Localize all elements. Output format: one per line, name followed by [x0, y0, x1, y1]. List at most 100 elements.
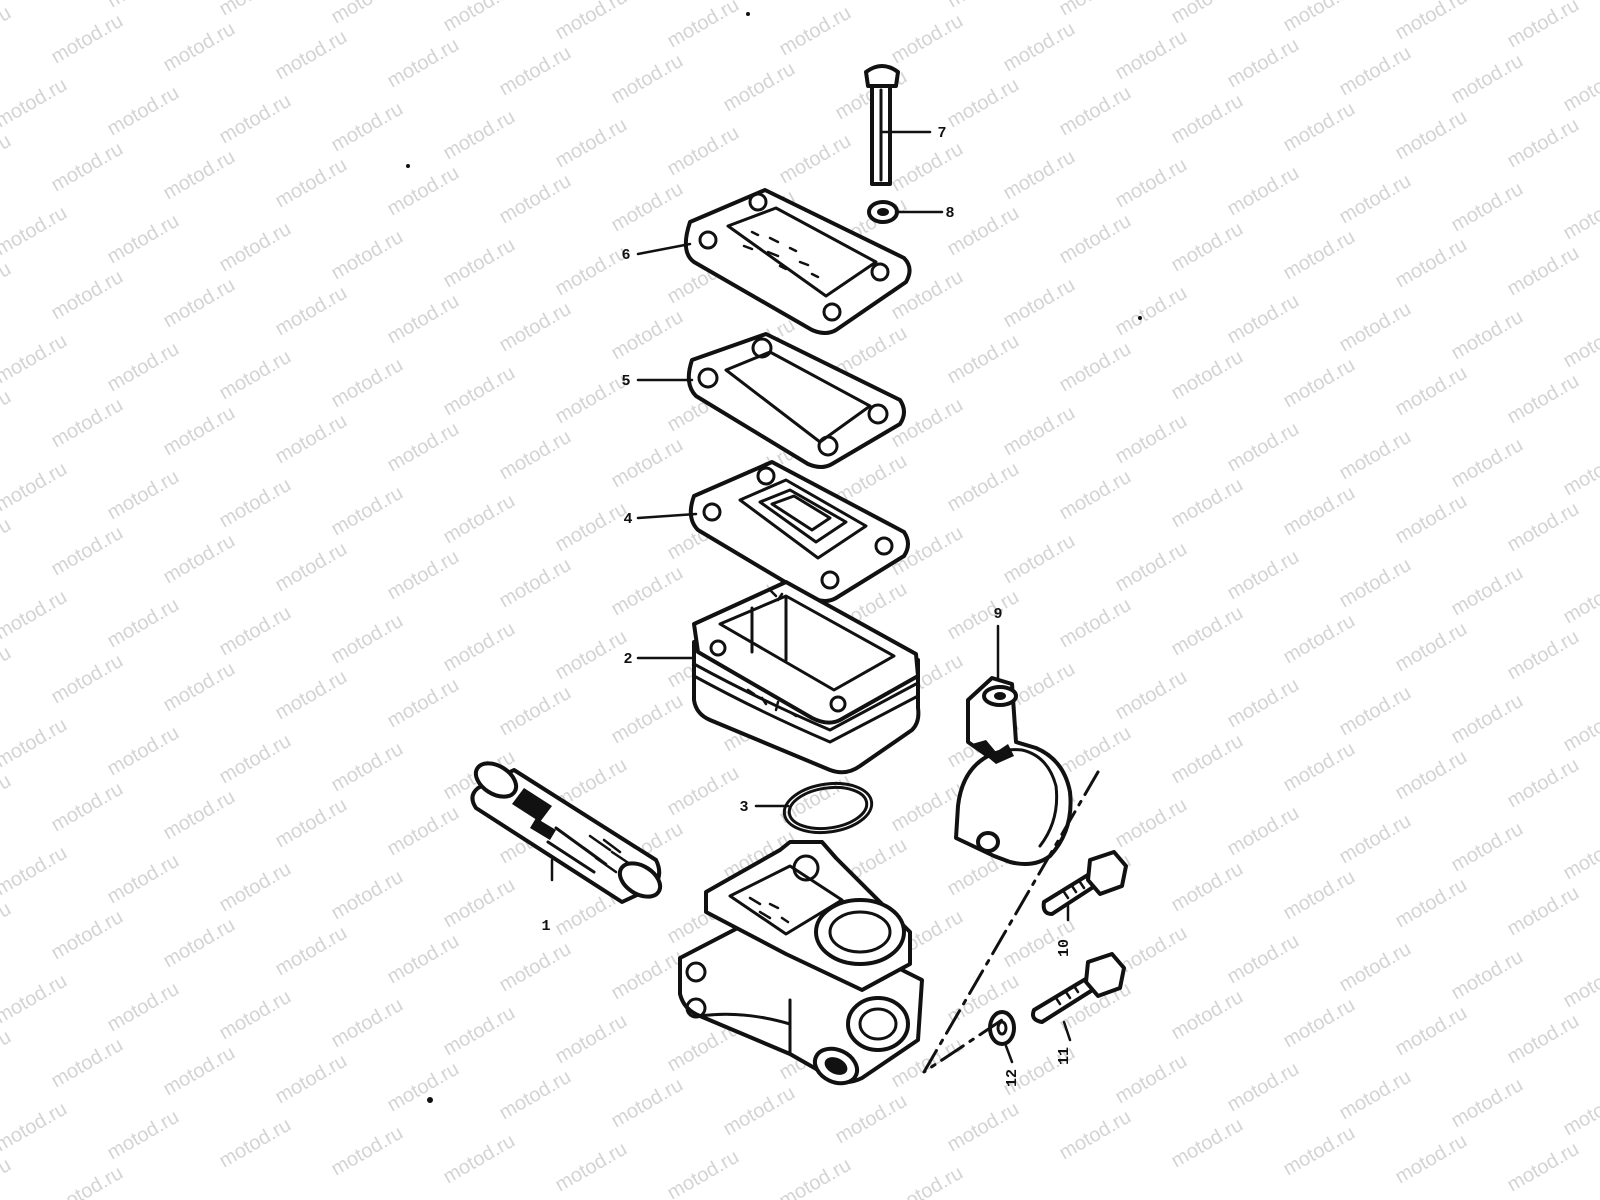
watermark-text: motod.ru [1392, 362, 1471, 421]
watermark-text: motod.ru [1392, 0, 1471, 44]
watermark-text: motod.ru [0, 386, 15, 445]
watermark-text: motod.ru [0, 642, 15, 701]
watermark-text: motod.ru [48, 1162, 127, 1200]
watermark-text: motod.ru [1560, 1082, 1600, 1141]
watermark-text: motod.ru [216, 602, 295, 661]
watermark-text: motod.ru [272, 26, 351, 85]
watermark-text: motod.ru [1560, 314, 1600, 373]
watermark-text: motod.ru [1168, 730, 1247, 789]
watermark-text: motod.ru [552, 498, 631, 557]
watermark-text: motod.ru [1448, 178, 1527, 237]
watermark-text: motod.ru [48, 778, 127, 837]
watermark-text: motod.ru [1336, 1066, 1415, 1125]
watermark-text: motod.ru [48, 906, 127, 965]
watermark-text: motod.ru [1280, 738, 1359, 797]
watermark-text: motod.ru [384, 290, 463, 349]
watermark-text: motod.ru [552, 0, 631, 44]
part-8-nut [867, 200, 899, 224]
watermark-text: motod.ru [216, 986, 295, 1045]
watermark-text: motod.ru [0, 130, 15, 189]
watermark-text: motod.ru [664, 122, 743, 181]
watermark-text: motod.ru [1168, 602, 1247, 661]
watermark-text: motod.ru [1392, 1130, 1471, 1189]
watermark-text: motod.ru [48, 1034, 127, 1093]
watermark-text: motod.ru [608, 562, 687, 621]
watermark-text: motod.ru [552, 1138, 631, 1197]
watermark-text: motod.ru [1000, 402, 1079, 461]
watermark-text: motod.ru [440, 1002, 519, 1061]
watermark-text: motod.ru [328, 226, 407, 285]
watermark-text: motod.ru [1448, 434, 1527, 493]
watermark-text: motod.ru [1392, 746, 1471, 805]
watermark-text: motod.ru [1560, 570, 1600, 629]
watermark-text: motod.ru [1168, 1114, 1247, 1173]
watermark-text: motod.ru [944, 586, 1023, 645]
watermark-text: motod.ru [440, 490, 519, 549]
watermark-text: motod.ru [1000, 274, 1079, 333]
watermark-text: motod.ru [552, 242, 631, 301]
watermark-text: motod.ru [1168, 346, 1247, 405]
watermark-text: motod.ru [1056, 594, 1135, 653]
watermark-text: motod.ru [1504, 882, 1583, 941]
watermark-text: motod.ru [328, 354, 407, 413]
watermark-text: motod.ru [0, 1154, 15, 1200]
scan-specks [406, 12, 1142, 1103]
watermark-text: motod.ru [1504, 242, 1583, 301]
watermark-text: motod.ru [552, 1010, 631, 1069]
watermark-text: motod.ru [48, 10, 127, 69]
watermark-text: motod.ru [216, 218, 295, 277]
watermark-text: motod.ru [0, 514, 15, 573]
watermark-text: motod.ru [1112, 1050, 1191, 1109]
watermark-text: motod.ru [0, 1098, 71, 1157]
watermark-text: motod.ru [104, 594, 183, 653]
watermark-text: motod.ru [496, 554, 575, 613]
part-2-reservoir [692, 580, 921, 775]
watermark-text: motod.ru [1112, 538, 1191, 597]
watermark-text: motod.ru [160, 914, 239, 973]
watermark-text: motod.ru [1168, 858, 1247, 917]
callout-7: 7 [937, 125, 946, 142]
watermark-text: motod.ru [328, 738, 407, 797]
watermark-text: motod.ru [1280, 98, 1359, 157]
watermark-text: motod.ru [1168, 0, 1247, 28]
part-5-gasket [686, 332, 906, 469]
part-6-reservoir-cap [683, 188, 912, 335]
watermark-text: motod.ru [1280, 354, 1359, 413]
watermark-text: motod.ru [440, 106, 519, 165]
watermark-text: motod.ru [944, 330, 1023, 389]
watermark-text: motod.ru [552, 114, 631, 173]
watermark-text: motod.ru [1056, 466, 1135, 525]
watermark-text: motod.ru [0, 970, 71, 1029]
part-3-o-ring [782, 781, 874, 835]
callout-11: 11 [1056, 1047, 1073, 1065]
watermark-text: motod.ru [272, 794, 351, 853]
watermark-text: motod.ru [0, 330, 71, 389]
watermark-text: motod.ru [328, 994, 407, 1053]
part-4-diaphragm [688, 460, 910, 603]
watermark-text: motod.ru [1448, 562, 1527, 621]
callout-10: 10 [1056, 939, 1073, 957]
watermark-text: motod.ru [1112, 794, 1191, 853]
watermark-text: motod.ru [1336, 426, 1415, 485]
watermark-text: motod.ru [944, 74, 1023, 133]
watermark-text: motod.ru [104, 978, 183, 1037]
watermark-text: motod.ru [720, 58, 799, 117]
watermark-text: motod.ru [384, 802, 463, 861]
watermark-text: motod.ru [1280, 866, 1359, 925]
watermark-text: motod.ru [776, 130, 855, 189]
watermark-text: motod.ru [216, 1114, 295, 1173]
watermark-text: motod.ru [1000, 18, 1079, 77]
watermark-text: motod.ru [1448, 690, 1527, 749]
watermark-text: motod.ru [1168, 90, 1247, 149]
watermark-text: motod.ru [1112, 666, 1191, 725]
watermark-text: motod.ru [216, 474, 295, 533]
callout-6: 6 [621, 247, 630, 264]
watermark-text: motod.ru [272, 410, 351, 469]
watermark-text: motod.ru [1056, 82, 1135, 141]
watermark-text: motod.ru [1224, 1058, 1303, 1117]
watermark-text: motod.ru [552, 626, 631, 685]
watermark-text: motod.ru [1000, 146, 1079, 205]
watermark-text: motod.ru [608, 690, 687, 749]
watermark-text: motod.ru [216, 730, 295, 789]
